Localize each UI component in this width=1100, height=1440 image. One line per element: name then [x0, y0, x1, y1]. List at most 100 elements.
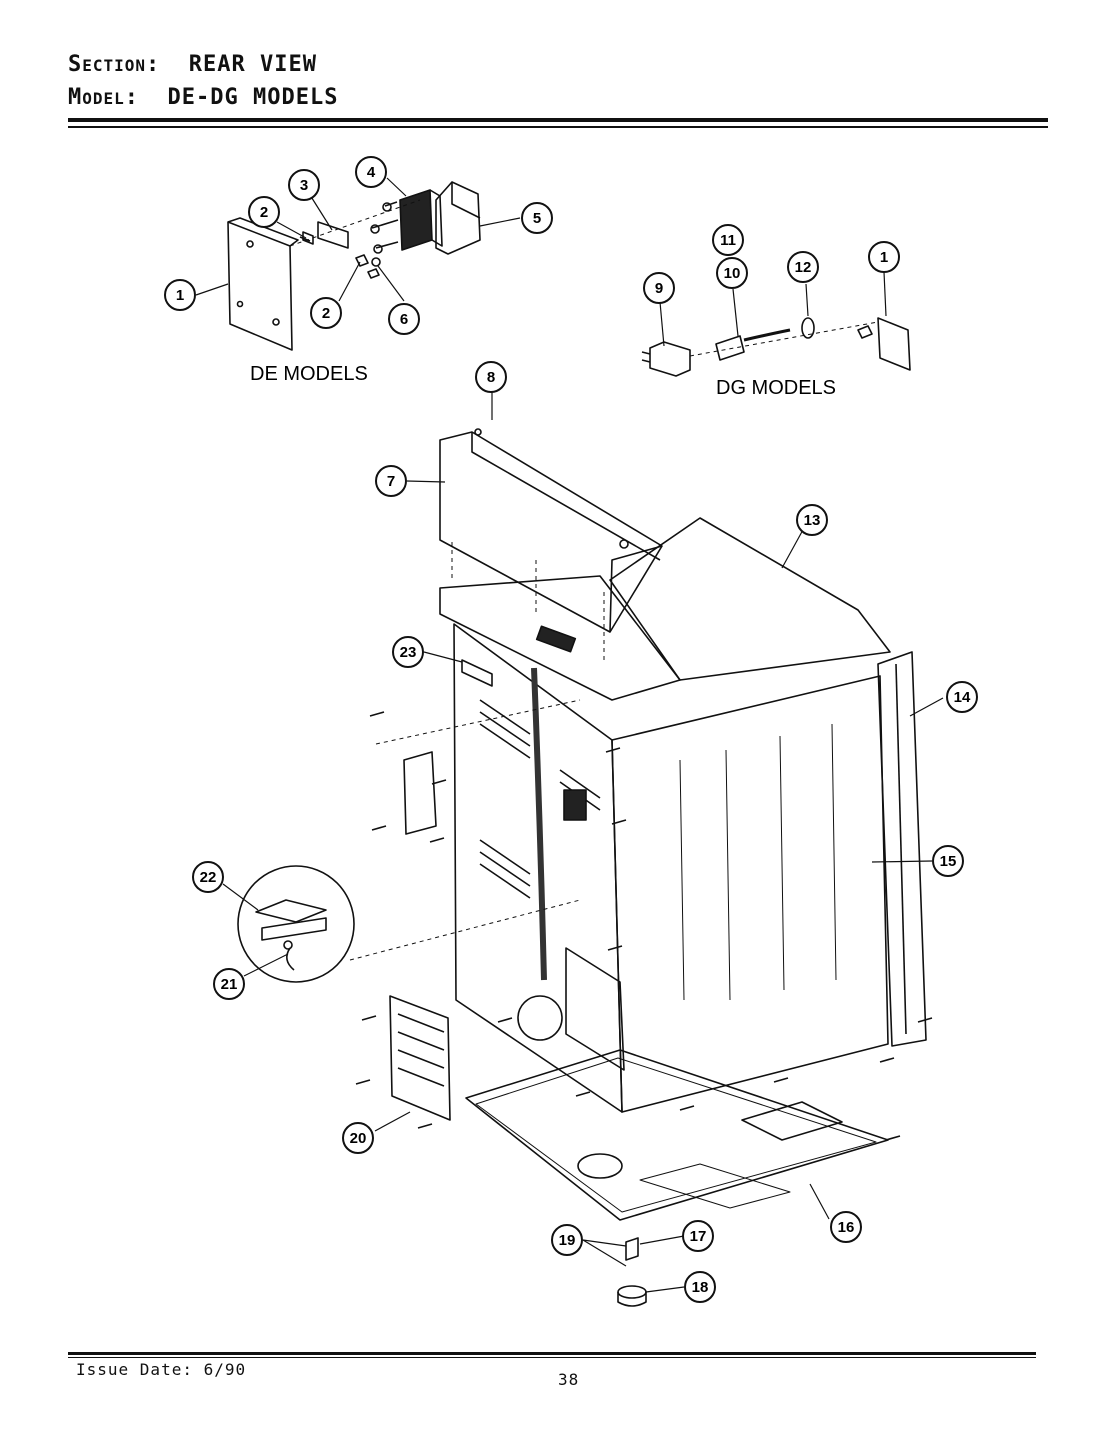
callout-number: 21	[221, 976, 238, 993]
callout-circle	[932, 845, 964, 877]
callout-number: 7	[387, 473, 395, 490]
callout-19: 19	[551, 1224, 583, 1256]
callout-circle	[643, 272, 675, 304]
cabinet-side	[611, 675, 889, 1113]
callout-22: 22	[192, 861, 224, 893]
model-line: MODEL: DE-DG MODELS	[68, 85, 338, 110]
callout-number: 23	[400, 644, 417, 661]
de-bracket-plate	[227, 221, 293, 351]
dg-strain-relief	[801, 317, 815, 339]
callout-4: 4	[355, 156, 387, 188]
callout-number: 13	[804, 512, 821, 529]
callout-number: 2	[260, 204, 268, 221]
section-key: SECTION:	[68, 52, 161, 77]
de-models-label: DE MODELS	[250, 363, 368, 385]
callout-circle	[551, 1224, 583, 1256]
callout-2: 2	[310, 297, 342, 329]
dg-bracket-plate	[877, 317, 911, 371]
callout-circle	[310, 297, 342, 329]
de-terminal-block	[399, 189, 433, 251]
callout-circle	[521, 202, 553, 234]
rear-panel	[453, 623, 623, 1113]
callout-number: 14	[954, 689, 971, 706]
callout-6: 6	[388, 303, 420, 335]
issue-date: Issue Date: 6/90	[76, 1360, 247, 1379]
callout-circle	[787, 251, 819, 283]
callout-number: 1	[176, 287, 184, 304]
callout-circle	[375, 465, 407, 497]
callout-20: 20	[342, 1122, 374, 1154]
callout-number: 9	[655, 280, 663, 297]
callout-number: 6	[400, 311, 408, 328]
callout-23: 23	[392, 636, 424, 668]
callout-11: 11	[712, 224, 744, 256]
callout-2: 2	[248, 196, 280, 228]
callout-9: 9	[643, 272, 675, 304]
callout-number: 17	[690, 1228, 707, 1245]
callout-circle	[712, 224, 744, 256]
callout-8: 8	[475, 361, 507, 393]
callout-circle	[682, 1220, 714, 1252]
callout-circle	[830, 1211, 862, 1243]
top-panel	[609, 517, 891, 681]
callout-number: 19	[559, 1232, 576, 1249]
leveling-leg	[625, 1237, 639, 1261]
callout-number: 8	[487, 369, 495, 386]
vent-panel	[389, 995, 451, 1121]
callout-circle	[796, 504, 828, 536]
callout-circle	[392, 636, 424, 668]
callout-leaders	[195, 177, 944, 1293]
dg-models-label: DG MODELS	[716, 377, 836, 399]
de-cover	[435, 181, 481, 255]
callout-number: 20	[350, 1130, 367, 1147]
callout-number: 12	[795, 259, 812, 276]
callout-16: 16	[830, 1211, 862, 1243]
callout-circle	[475, 361, 507, 393]
callout-14: 14	[946, 681, 978, 713]
cabinet-assembly	[237, 428, 933, 1307]
header-rule-thin	[68, 126, 1048, 128]
callout-7: 7	[375, 465, 407, 497]
callout-13: 13	[796, 504, 828, 536]
callout-circle	[388, 303, 420, 335]
callout-number: 5	[533, 210, 541, 227]
callout-number: 3	[300, 177, 308, 194]
callout-circle	[716, 257, 748, 289]
callout-circle	[355, 156, 387, 188]
callout-number: 16	[838, 1219, 855, 1236]
callout-circle	[946, 681, 978, 713]
callout-circle	[213, 968, 245, 1000]
callout-number: 15	[940, 853, 957, 870]
callout-1: 1	[164, 279, 196, 311]
callout-number: 18	[692, 1279, 709, 1296]
callout-number: 2	[322, 305, 330, 322]
callout-12: 12	[787, 251, 819, 283]
top-console-base	[439, 575, 681, 701]
section-line: SECTION: REAR VIEW	[68, 52, 317, 77]
callout-number: 4	[367, 164, 376, 181]
callout-15: 15	[932, 845, 964, 877]
model-key: MODEL:	[68, 85, 140, 110]
callout-1: 1	[868, 241, 900, 273]
callout-number: 11	[720, 232, 736, 249]
callout-18: 18	[684, 1271, 716, 1303]
page-number: 38	[558, 1370, 580, 1389]
callout-circle	[164, 279, 196, 311]
de-models-subassembly	[227, 181, 481, 351]
dg-models-subassembly	[641, 317, 911, 377]
inset-detail	[237, 865, 355, 983]
leveling-foot	[617, 1285, 647, 1299]
control-panel	[439, 431, 663, 633]
callout-number: 1	[880, 249, 888, 266]
callout-21: 21	[213, 968, 245, 1000]
callout-circle	[868, 241, 900, 273]
callout-number: 10	[724, 265, 741, 282]
dg-connector	[649, 341, 691, 377]
callout-circle	[342, 1122, 374, 1154]
callout-17: 17	[682, 1220, 714, 1252]
base-pan	[465, 1049, 889, 1221]
callout-circle	[192, 861, 224, 893]
callout-10: 10	[716, 257, 748, 289]
